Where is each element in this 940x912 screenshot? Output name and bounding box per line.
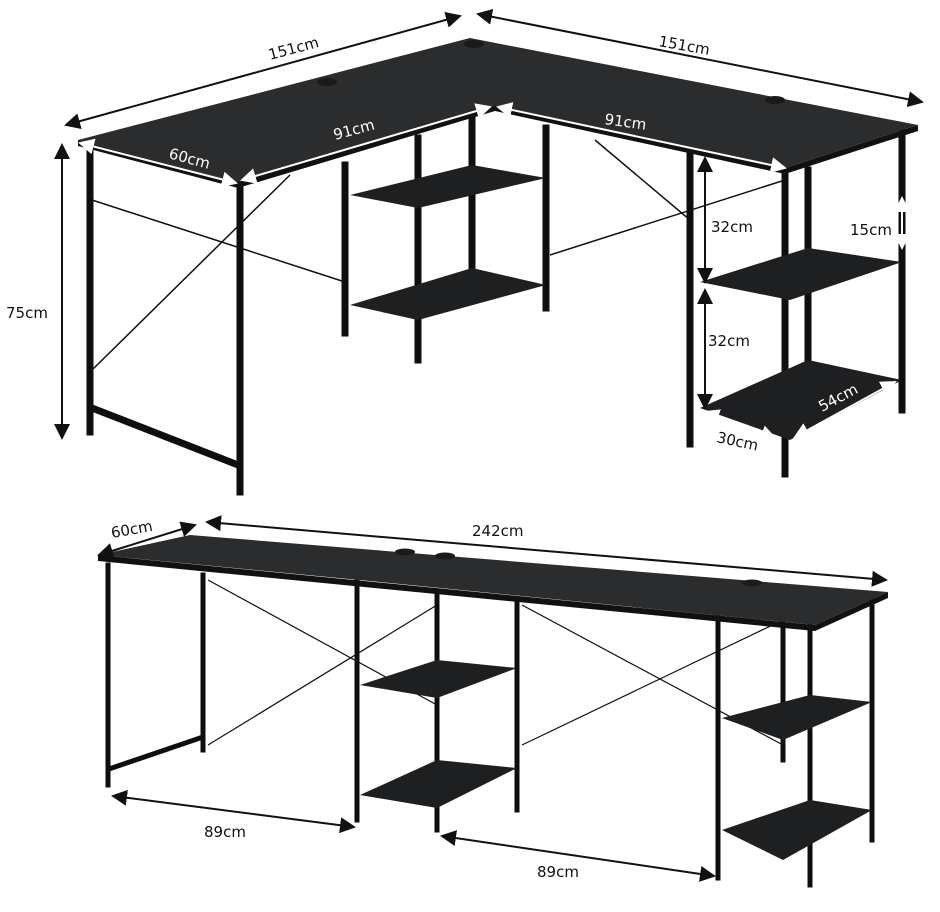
straight-desk-top: [98, 535, 888, 625]
dim-straight-depth: 60cm: [110, 517, 154, 542]
grommet-hole: [435, 552, 455, 560]
grommet-hole: [395, 548, 415, 556]
dim-height: 75cm: [6, 304, 48, 322]
dim-shelf-gap-lower: 32cm: [708, 332, 750, 350]
straight-desk: 60cm 242cm 89cm 89cm: [97, 515, 888, 888]
dim-top-clearance: 15cm: [850, 221, 892, 239]
grommet-hole: [765, 96, 785, 104]
l-desk-braces: [91, 139, 786, 371]
l-desk-dimension-arrows-light: [78, 102, 910, 441]
l-shaped-desk: 151cm 151cm 60cm 91cm 91cm 75cm 32cm 32c…: [6, 8, 924, 496]
dim-leg-span-right: 89cm: [537, 863, 579, 881]
dim-shelf-gap-upper: 32cm: [711, 218, 753, 236]
grommet-hole: [317, 78, 337, 86]
grommet-hole: [464, 40, 484, 48]
dim-right-inner: 91cm: [603, 110, 647, 134]
dim-left-length: 151cm: [266, 33, 320, 64]
grommet-hole: [742, 579, 762, 587]
dim-leg-span-left: 89cm: [204, 823, 246, 841]
straight-desk-dimension-arrows: [97, 515, 888, 882]
straight-desk-shelves: [360, 660, 872, 860]
dim-shelf-depth: 30cm: [715, 428, 760, 454]
dim-total-length: 242cm: [472, 522, 524, 540]
l-desk-dimension-arrows: [54, 8, 924, 440]
